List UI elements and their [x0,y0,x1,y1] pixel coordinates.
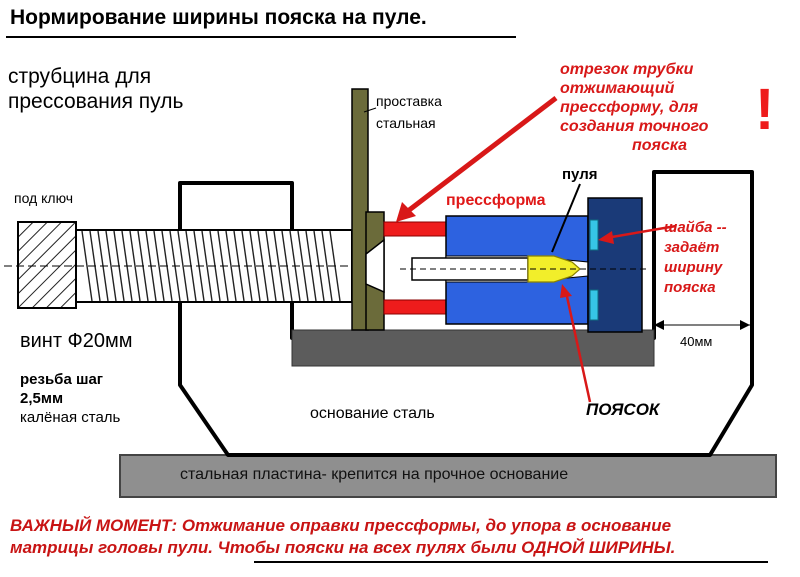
exclamation-mark: ! [755,77,775,142]
clamp-label-line1: струбцина для [8,65,152,88]
tube-note-line1: отрезок трубки [560,61,694,78]
important-note-heading: ВАЖНЫЙ МОМЕНТ: [10,516,178,535]
bullet-leader [551,183,581,253]
tube-top [383,221,447,237]
screw-head [17,221,77,309]
spacer-plate [351,88,369,331]
bullet-label: пуля [562,166,598,183]
die-label: прессформа [446,192,546,209]
dim-arrow-right [740,320,750,330]
spacer-leader [363,107,377,113]
thread-spec-line3: калёная сталь [20,409,121,426]
washer-note-line4: пояска [664,279,716,296]
thread-spec: резьба шаг 2,5мм калёная сталь [20,370,120,427]
dimension-label: 40мм [680,334,713,349]
tube-note-line5: пояска [632,137,688,154]
clamp-label: струбцина для прессования пуль [8,64,183,114]
belt-arrow [560,284,592,403]
tube-note: отрезок трубки отжимающий прессформу, дл… [560,60,708,155]
tube-note-line3: прессформу, для [560,99,698,116]
important-note: ВАЖНЫЙ МОМЕНТ: Отжимание оправки прессфо… [10,515,800,559]
spacer-cone [365,238,385,294]
important-note-text1: Отжимание оправки прессформы, до упора в… [177,516,672,535]
diagram-title: Нормирование ширины пояска на пуле. [10,6,427,29]
tube-note-line2: отжимающий [560,80,675,97]
washer-ring-top [589,219,599,251]
spacer-label-line2: стальная [376,115,436,131]
washer-note-line3: ширину [664,259,723,276]
washer-arrow [598,224,677,244]
wrench-label: под ключ [14,190,74,206]
washer-note-line2: задаёт [664,239,720,256]
washer-ring-bottom [589,289,599,321]
washer-note: шайба -- задаёт ширину пояска [664,218,727,298]
thread-spec-line1: резьба шаг [20,371,104,388]
tube-arrow [396,96,558,222]
belt-label: ПОЯСОК [586,400,660,419]
dim-arrow-left [654,320,664,330]
clamp-label-line2: прессования пуль [8,90,184,113]
important-note-line1: ВАЖНЫЙ МОМЕНТ: Отжимание оправки прессфо… [10,515,800,537]
base-label: основание сталь [310,405,435,422]
tube-note-line4: создания точного [560,118,709,135]
washer-note-line1: шайба -- [664,219,727,236]
spacer-label: проставка стальная [376,90,442,134]
thread-spec-line2: 2,5мм [20,390,64,407]
plate-label: стальная пластина- крепится на прочное о… [180,466,569,483]
tube-bottom [383,299,447,315]
base-bar [291,329,655,367]
important-note-line2: матрицы головы пули. Чтобы пояски на все… [10,538,676,557]
spacer-label-line1: проставка [376,93,442,109]
steel-plate [119,454,777,498]
screw-label: винт Ф20мм [20,330,133,352]
